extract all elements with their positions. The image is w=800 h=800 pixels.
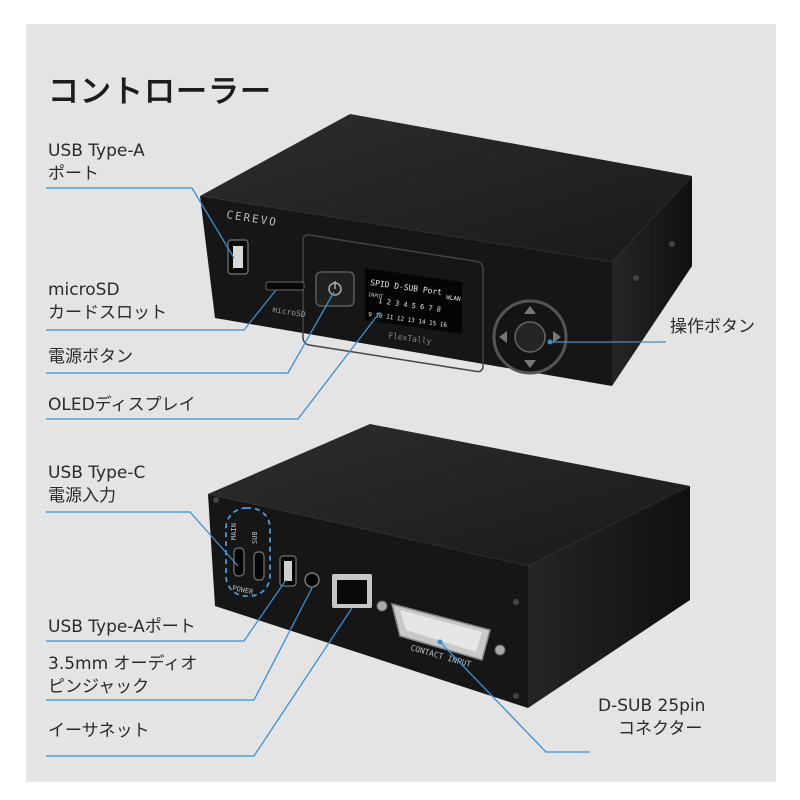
callout-usb-type-c-line2: 電源入力: [48, 486, 116, 506]
dsub-screw-left: [376, 600, 388, 612]
control-down-icon: [524, 360, 536, 368]
back-unit-right-side: [528, 486, 690, 708]
leader-power-button: [46, 291, 335, 374]
control-buttons-center: [514, 321, 546, 353]
audio-jack: [304, 572, 320, 588]
microsd-slot: [265, 281, 305, 291]
front-screw: [633, 275, 639, 281]
leader-audio: [46, 587, 313, 701]
callout-usb-type-a-port: USB Type-Aポート: [48, 617, 196, 637]
oled-input: INPUT: [368, 292, 384, 300]
oled-wlan: WLAN: [446, 294, 462, 303]
dsub-screw-right: [494, 644, 506, 656]
callout-control-buttons: 操作ボタン: [670, 317, 755, 337]
control-up-icon: [524, 306, 536, 314]
back-unit-top: [208, 424, 690, 566]
control-left-icon: [499, 331, 507, 343]
control-right-icon: [553, 331, 561, 343]
front-unit-top: [200, 114, 692, 262]
rear-usb-a-tongue: [284, 561, 292, 581]
usb-c-main-port: [233, 547, 245, 577]
back-screw: [213, 497, 219, 503]
front-usb-a-tongue: [233, 246, 243, 268]
leader-usb-a-front: [46, 187, 235, 259]
callout-ethernet: イーサネット: [48, 721, 150, 741]
ethernet-port-opening: [337, 580, 367, 604]
leader-dot: [547, 339, 553, 345]
leader-microsd: [46, 289, 277, 331]
leader-dot: [437, 639, 443, 645]
callout-dsub-line2: コネクター: [618, 719, 703, 739]
leader-dots: [437, 339, 553, 645]
oled-display: [365, 268, 462, 334]
callout-microsd-line2: カードスロット: [48, 303, 167, 323]
callout-dsub-line1: D-SUB 25pin: [598, 696, 706, 716]
controller-back-unit: [208, 424, 690, 708]
sub-port-label: SUB: [251, 531, 259, 544]
front-unit-right-side: [612, 176, 692, 386]
callout-usb-type-c-line1: USB Type-C: [48, 463, 146, 483]
dsub-connector-face: [400, 610, 482, 652]
leader-usb-a-rear: [46, 579, 287, 642]
back-screw: [513, 693, 519, 699]
controller-front-unit: [200, 114, 692, 386]
leader-ethernet: [46, 607, 353, 757]
callout-audio-jack-line2: ピンジャック: [48, 677, 150, 697]
back-screw: [513, 599, 519, 605]
leader-oled: [46, 311, 381, 420]
callout-usb-type-a-line2: ポート: [48, 164, 99, 184]
leader-dsub: [439, 641, 590, 753]
callout-oled-display: OLEDディスプレイ: [48, 395, 196, 415]
leader-lines: [46, 187, 666, 757]
usb-c-sub-port: [253, 551, 265, 581]
leader-usb-c: [46, 511, 239, 567]
page-title: コントローラー: [48, 74, 272, 110]
callout-usb-type-a-line1: USB Type-A: [48, 141, 145, 161]
callout-audio-jack-line1: 3.5mm オーディオ: [48, 654, 198, 674]
front-screw: [669, 241, 675, 247]
callout-microsd-line1: microSD: [48, 280, 120, 300]
callout-power-button: 電源ボタン: [48, 347, 133, 367]
main-port-label: MAIN: [230, 523, 238, 540]
